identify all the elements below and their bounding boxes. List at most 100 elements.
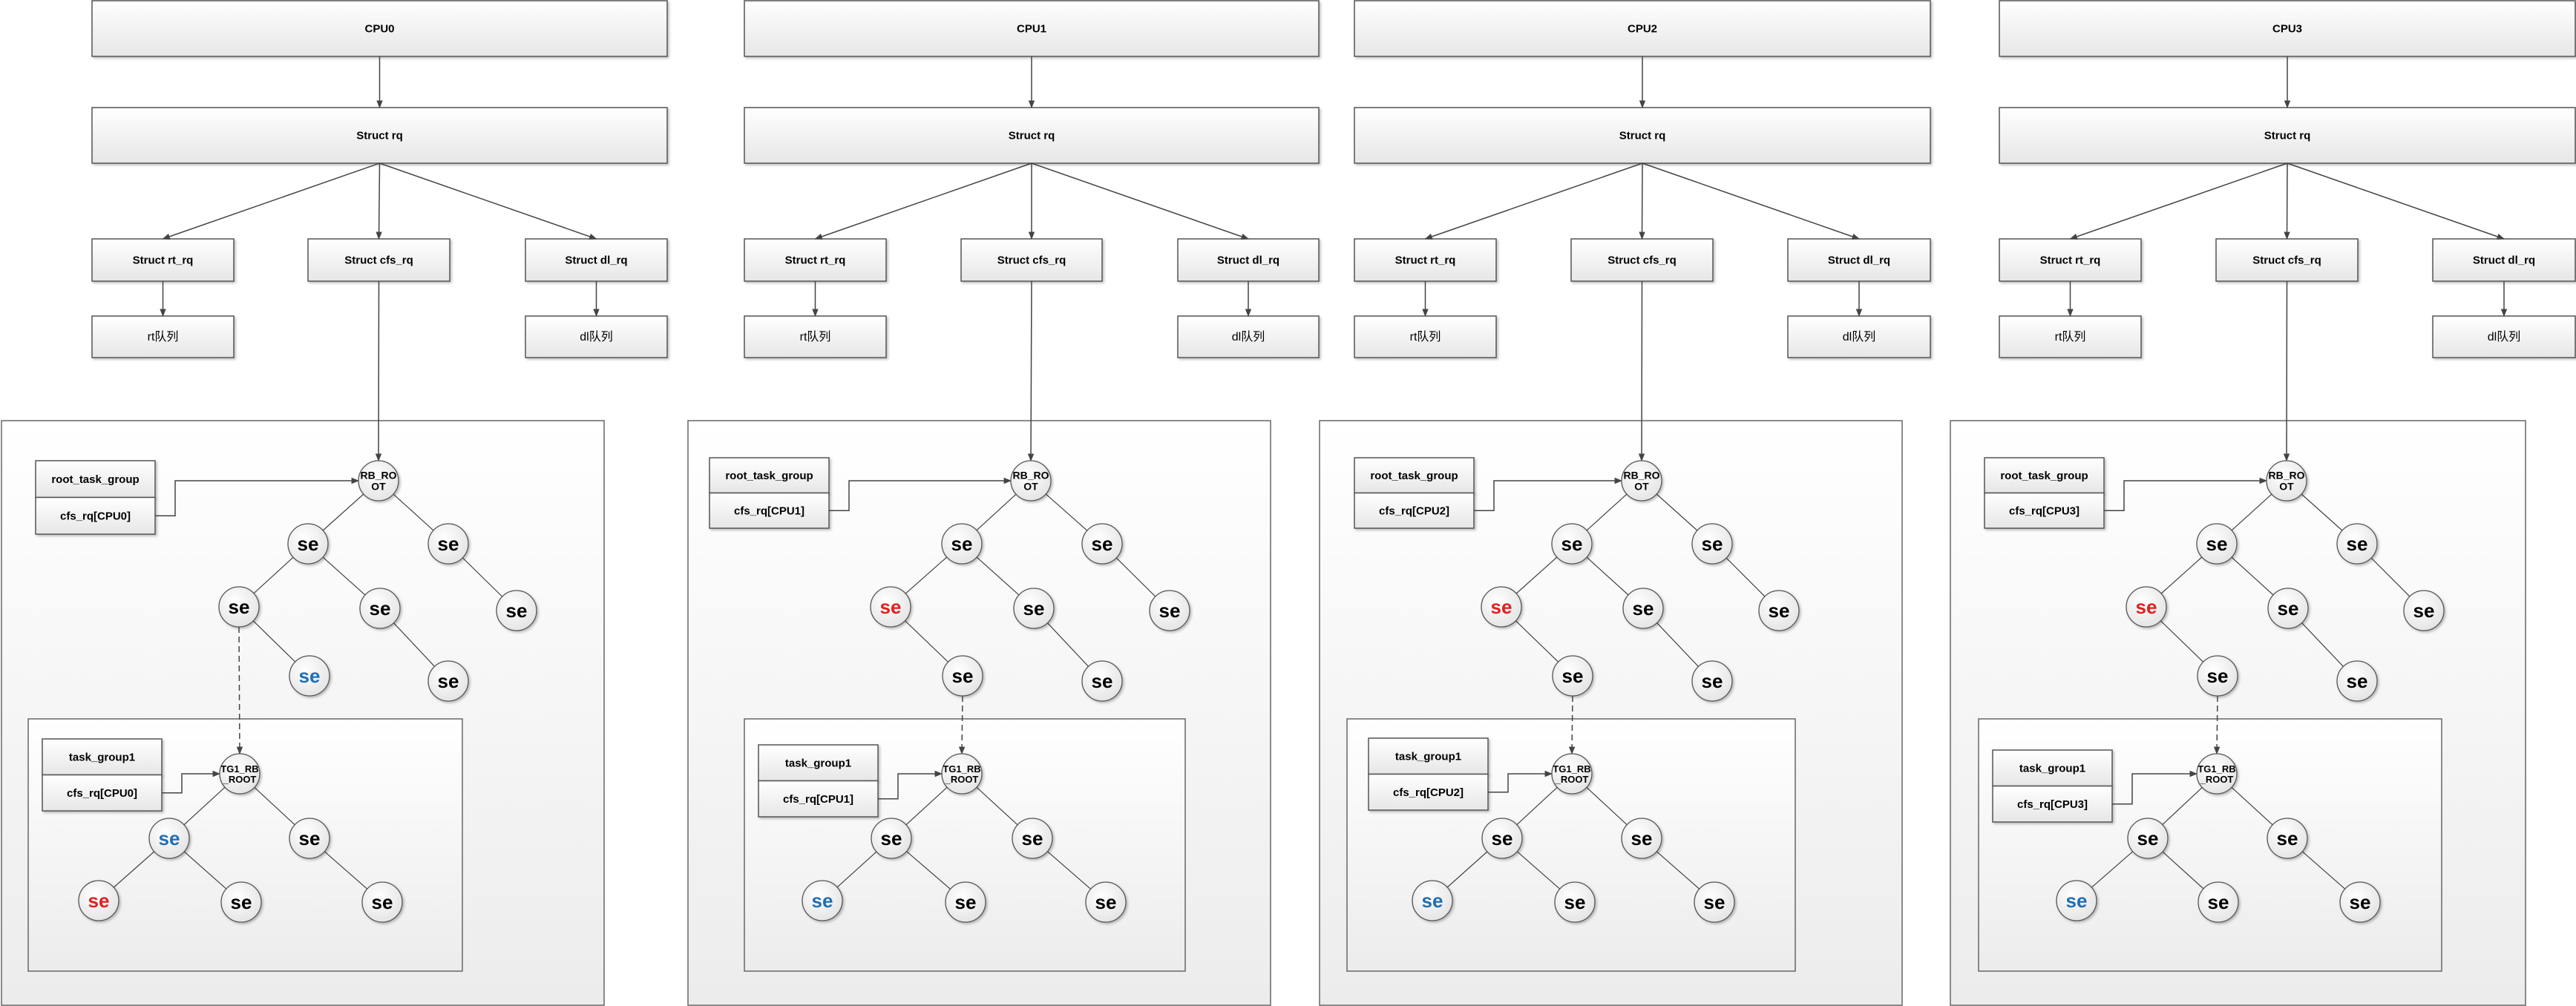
tree-edge <box>1516 851 1561 890</box>
dl-rq-box-label: Struct dl_rq <box>1828 254 1890 266</box>
se-node <box>361 881 403 923</box>
group-cfs-to-tg-root-arrow <box>878 770 943 800</box>
tree-edge <box>2301 622 2344 667</box>
group-cfs-rq-box-label: cfs_rq[CPU3] <box>2017 798 2088 810</box>
tree-edge <box>2160 556 2203 594</box>
rq-to-dl-rq-arrow <box>2287 162 2505 240</box>
se-node-label: se <box>1769 599 1790 622</box>
tree-edge <box>2231 493 2272 531</box>
root-task-group-box-label: root_task_group <box>2000 469 2088 481</box>
se-node-label: se <box>1704 891 1725 913</box>
rb-root-node <box>2266 460 2307 502</box>
root-task-group-box <box>1354 457 1475 494</box>
se-node <box>1085 881 1127 923</box>
tree-edge <box>905 786 948 826</box>
dl-rq-box-label: Struct dl_rq <box>565 254 627 266</box>
rq-box <box>1354 107 1931 164</box>
rq-to-rt-rq-arrow <box>2069 162 2288 240</box>
root-cfs-rq-box <box>1984 492 2105 529</box>
se-node <box>2198 881 2239 923</box>
tree-edge <box>976 786 1018 826</box>
se-to-group-root-dashed-arrow <box>958 695 966 755</box>
group-cfs-to-tg-root-arrow <box>2112 770 2198 805</box>
se-node-label: se <box>951 533 973 555</box>
rq-to-dl-rq-arrow <box>379 162 597 240</box>
se-node-label: se <box>881 827 902 849</box>
rq-to-dl-rq-arrow <box>1642 162 1860 240</box>
se-node <box>2339 881 2381 923</box>
rq-box-label: Struct rq <box>1619 129 1666 142</box>
group-cfs-to-tg-root-arrow <box>1488 770 1553 793</box>
tree-edge <box>1516 786 1558 826</box>
group-cfs-rq-box <box>1992 785 2113 823</box>
cfs-rq-box <box>1570 238 1714 282</box>
tree-edge <box>113 851 155 888</box>
se-node-label: se <box>299 827 321 849</box>
rt-rq-box-label: Struct rt_rq <box>1395 254 1456 266</box>
cfs-rq-to-rb-root-arrow <box>375 280 382 462</box>
root-task-group-box-label: root_task_group <box>725 469 813 481</box>
se-node <box>1621 818 1662 859</box>
rt-queue-box-label: rt队列 <box>148 330 179 343</box>
rq-to-rt-rq-arrow <box>814 162 1032 240</box>
se-node-label: se <box>2066 890 2088 912</box>
se-node-label: se <box>812 890 833 912</box>
se-node-label: se <box>229 596 250 618</box>
rq-box <box>744 107 1320 164</box>
group-cfs-rq-box-label: cfs_rq[CPU1] <box>783 792 853 805</box>
root-cfs-rq-box-label: cfs_rq[CPU2] <box>1379 504 1449 517</box>
se-node-label: se <box>2206 533 2228 555</box>
tree-edge <box>836 851 877 888</box>
dl-queue-box-label: dl队列 <box>1843 330 1875 343</box>
root-cfs-rq-box-label: cfs_rq[CPU3] <box>2009 504 2080 517</box>
tg1-rb-root-node-label: TG1_RB_ROOT <box>220 763 258 784</box>
se-node-label: se <box>1159 599 1181 622</box>
tree-edge <box>2301 493 2343 531</box>
se-to-group-root-dashed-arrow <box>1568 695 1576 755</box>
se-node <box>2403 590 2445 631</box>
tree-edge <box>976 493 1017 531</box>
tg1-rb-root-node-label: TG1_RB_ROOT <box>943 763 980 784</box>
tg1-rb-root-node <box>219 753 260 795</box>
rq-box-label: Struct rq <box>356 129 403 142</box>
se-node <box>945 881 986 923</box>
tree-edge <box>1656 851 1700 890</box>
root-task-group-box <box>709 457 830 494</box>
dl-rq-box <box>525 238 668 282</box>
tree-edge <box>254 786 295 826</box>
rq-box-label: Struct rq <box>1009 129 1055 142</box>
tree-edge <box>1045 493 1088 531</box>
group-cfs-rq-box <box>1368 773 1489 811</box>
cpu-box-label: CPU1 <box>1017 22 1046 35</box>
se-node <box>1481 586 1522 628</box>
se-node-label: se <box>1422 890 1443 912</box>
group-cfs-to-tg-root-arrow <box>162 770 221 794</box>
se-node-label: se <box>1491 596 1513 618</box>
rt-rq-box <box>91 238 235 282</box>
cfs-rq-box <box>307 238 450 282</box>
rq-to-dl-rq-arrow <box>1031 162 1249 240</box>
se-node <box>427 523 469 565</box>
rb-root-node <box>1010 460 1052 502</box>
root-cfs-rq-box <box>35 496 156 535</box>
rt-rq-box <box>1354 238 1497 282</box>
tree-edge <box>976 556 1020 596</box>
se-node-label: se <box>159 827 180 849</box>
se-node <box>1622 588 1664 629</box>
se-node <box>2267 818 2308 859</box>
se-node <box>1149 590 1190 631</box>
se-node <box>78 880 119 921</box>
se-node-label: se <box>1092 533 1113 555</box>
rt-queue-box-label: rt队列 <box>1410 330 1441 343</box>
dl-queue-box <box>525 315 668 358</box>
tree-edge <box>393 622 435 667</box>
tree-edge <box>322 493 364 531</box>
dl-queue-box-label: dl队列 <box>580 330 612 343</box>
se-node-label: se <box>1564 891 1586 913</box>
se-node <box>871 818 912 859</box>
task-group1-box <box>1368 737 1489 775</box>
se-node-label: se <box>2137 827 2159 849</box>
